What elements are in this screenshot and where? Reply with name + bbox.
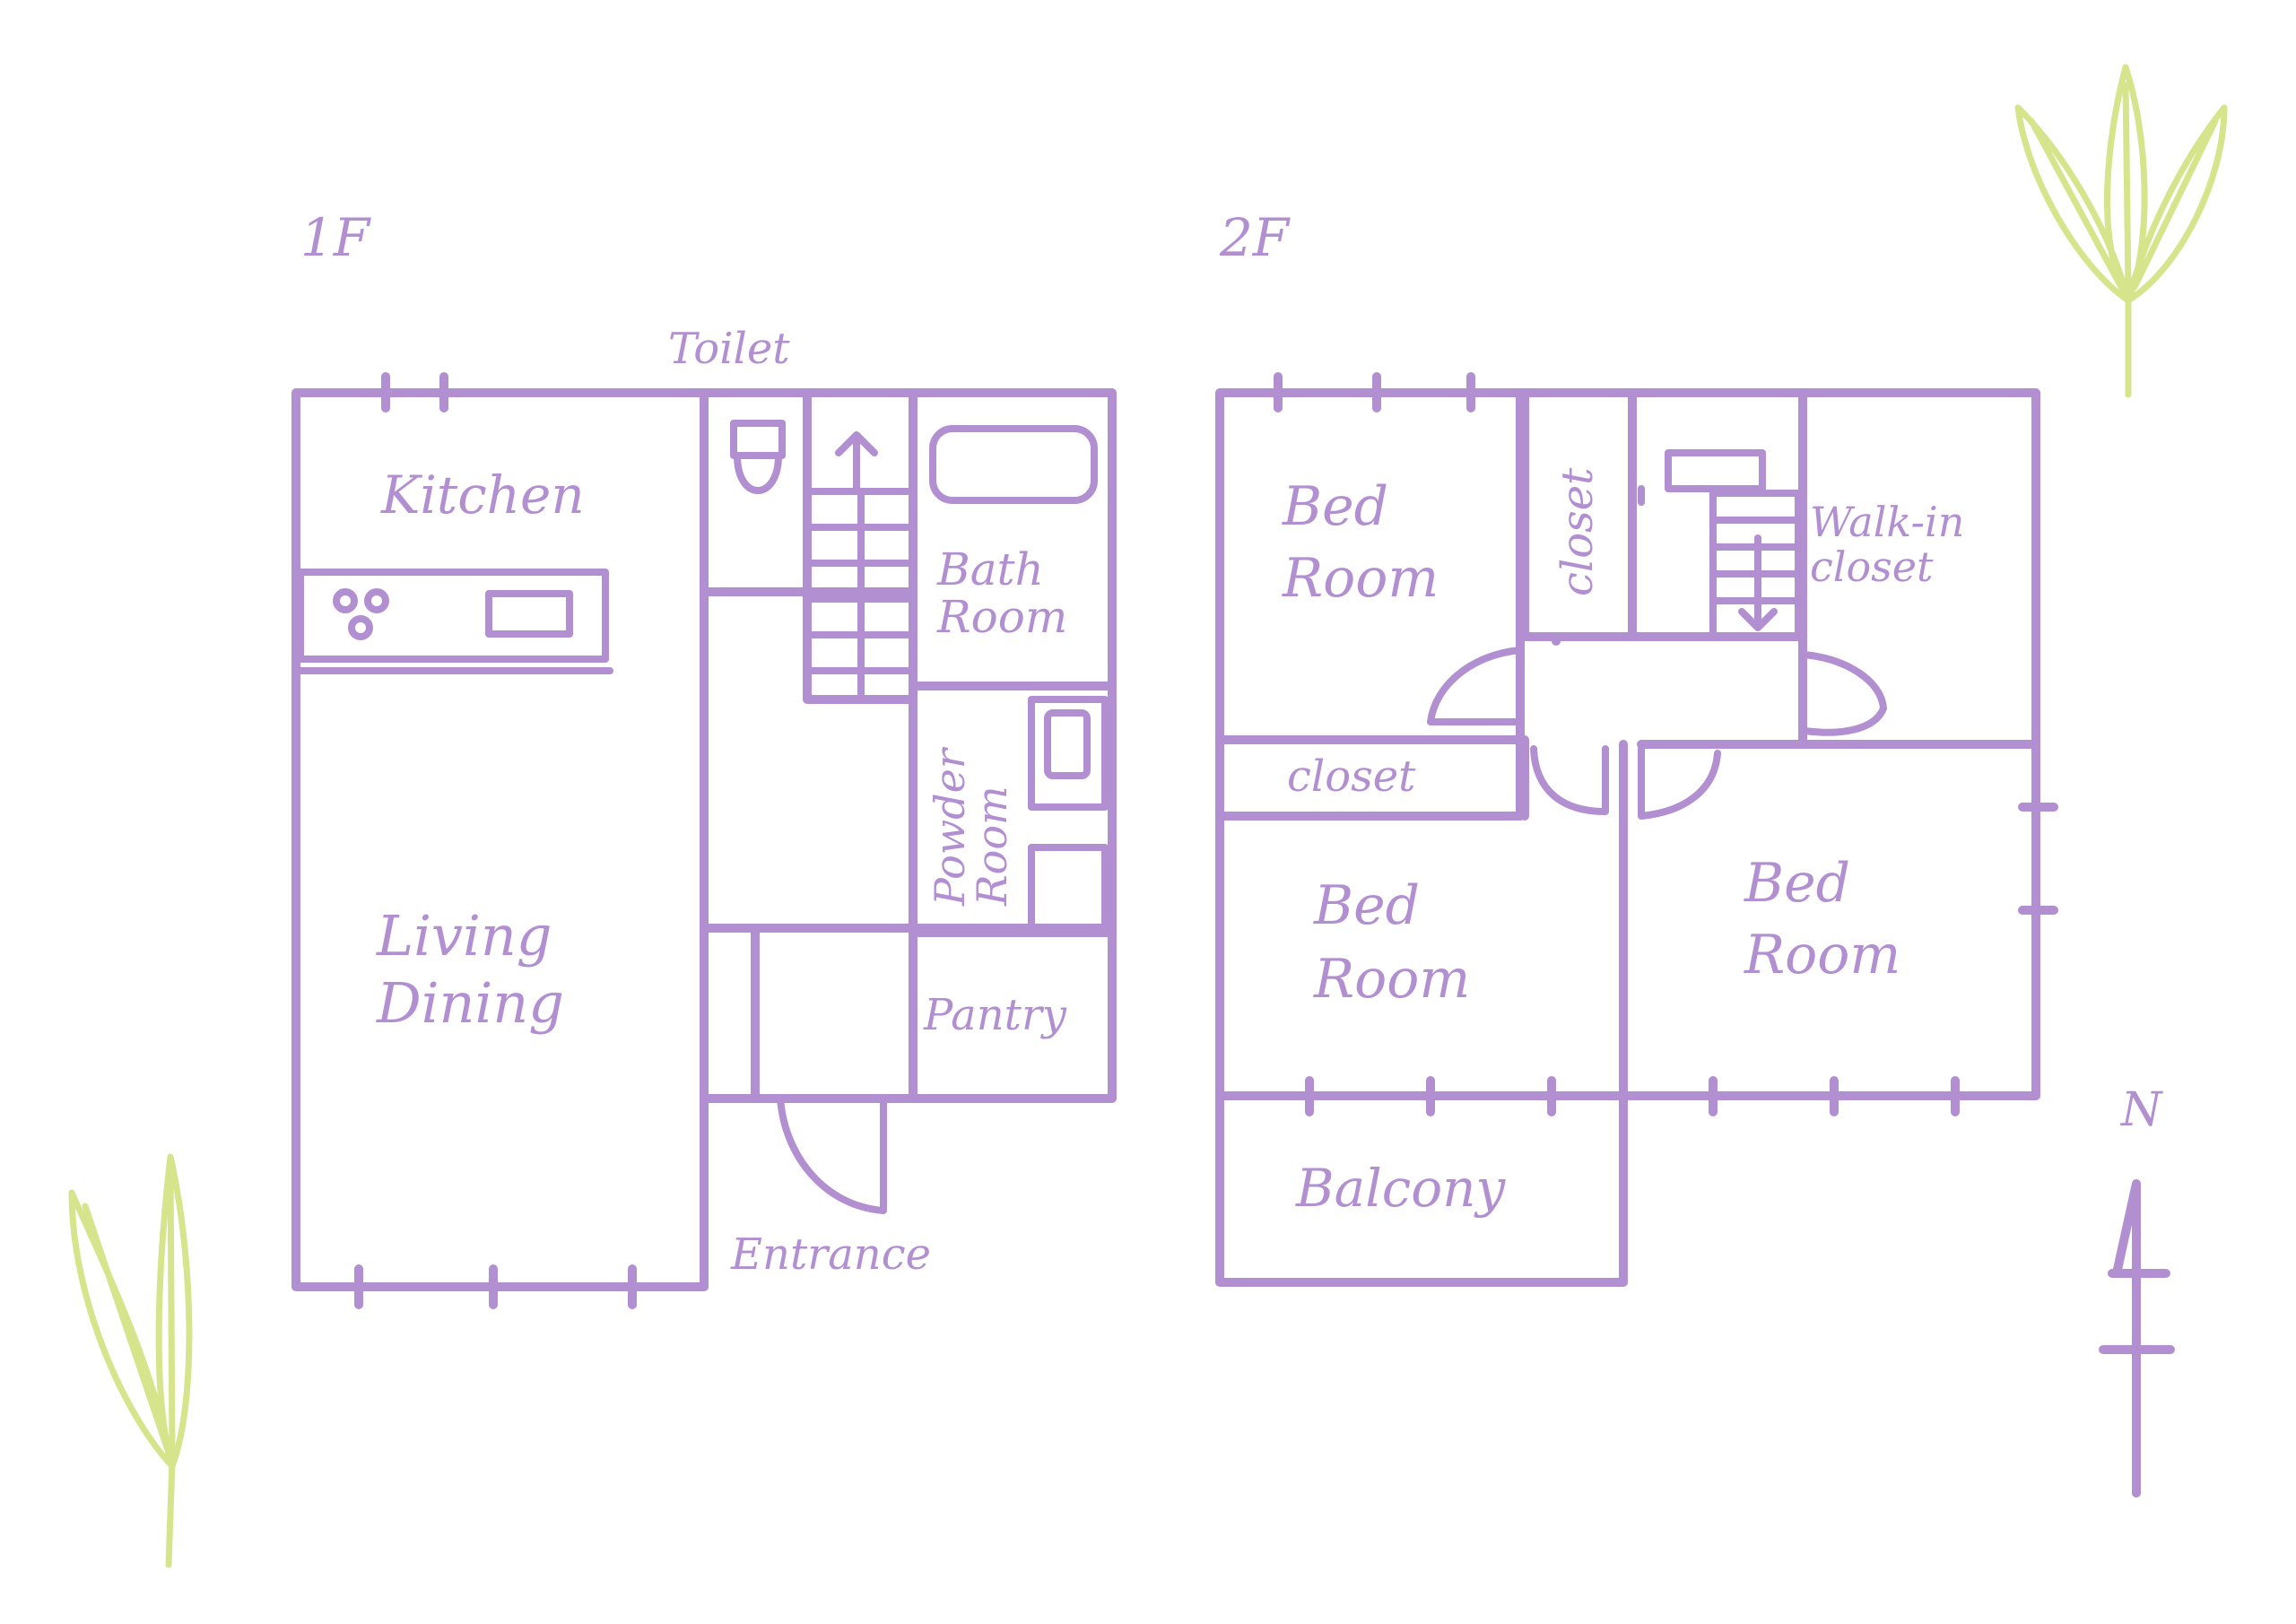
powder-label-2: Room: [968, 786, 1016, 907]
stove-icon: [297, 569, 613, 674]
sprout-icon: [68, 1153, 193, 1568]
kitchen-label: Kitchen: [380, 465, 585, 525]
arrow-icon: [1738, 534, 1778, 631]
entrance-door: [777, 1095, 887, 1214]
bathtub-icon: [929, 425, 1098, 504]
compass-arrow-icon: [2099, 1179, 2175, 1498]
floor-title-2f: 2F: [1219, 207, 1291, 268]
door: [1427, 647, 1524, 725]
bedroom-label-1: Bed: [1282, 475, 1388, 538]
toilet-label: Toilet: [668, 324, 790, 374]
closet-label: closet: [1552, 467, 1603, 596]
bedroom-label-1: Bed: [1313, 874, 1420, 937]
sprout-icon: [2014, 64, 2228, 398]
pantry-label: Pantry: [923, 990, 1067, 1040]
entrance-label: Entrance: [730, 1229, 931, 1280]
balcony-label: Balcony: [1295, 1158, 1507, 1219]
living-label-2: Dining: [376, 970, 564, 1036]
arrow-icon: [835, 431, 878, 492]
door: [1530, 745, 1609, 815]
powder-label-1: Powder: [926, 746, 974, 907]
bedroom-label-2: Room: [1744, 924, 1900, 986]
compass-north-label: N: [2119, 1083, 2163, 1137]
toilet-icon: [730, 420, 786, 494]
walk-in-label-1: Walk-in: [1810, 498, 1964, 546]
walk-in-label-2: closet: [1810, 543, 1934, 591]
bath-label-1: Bath: [936, 543, 1044, 595]
second-floor: 2F Bed Room closet: [1215, 207, 2058, 1287]
bath-label-2: Room: [936, 591, 1067, 643]
door: [1638, 745, 1721, 820]
door: [1801, 651, 1887, 736]
first-floor: 1F Toilet: [291, 207, 1117, 1309]
bedroom-label-1: Bed: [1744, 852, 1850, 915]
living-label-1: Living: [376, 903, 552, 968]
bedroom-label-2: Room: [1282, 547, 1439, 610]
floor-title-1f: 1F: [300, 207, 371, 268]
closet-label: closet: [1287, 751, 1416, 802]
compass: N: [2099, 1083, 2175, 1498]
sink-icon: [1028, 696, 1109, 932]
stairs: [808, 488, 911, 703]
bedroom-label-2: Room: [1313, 948, 1470, 1011]
